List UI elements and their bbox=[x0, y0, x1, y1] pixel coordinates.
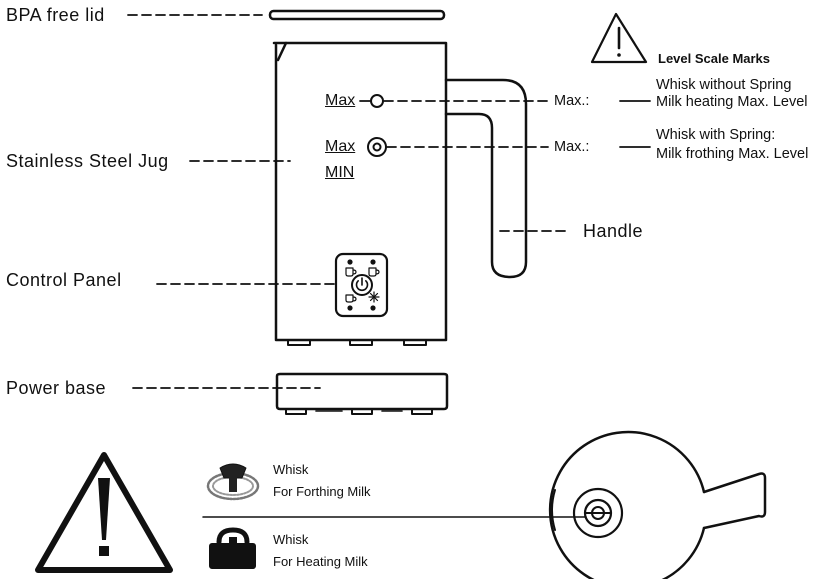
power-icon bbox=[351, 274, 373, 296]
cup-icon bbox=[368, 267, 380, 277]
whisk-1-purpose: For Forthing Milk bbox=[273, 484, 371, 499]
level-desc-1-line1: Whisk without Spring bbox=[656, 77, 792, 93]
cup-icon bbox=[345, 267, 357, 277]
whisk-2-name: Whisk bbox=[273, 532, 309, 547]
bpa-lid-label: BPA free lid bbox=[6, 5, 105, 25]
level-desc-2-line2: Milk frothing Max. Level bbox=[656, 146, 809, 162]
warning-icon bbox=[35, 452, 173, 573]
lid bbox=[268, 9, 446, 21]
power-base bbox=[275, 372, 449, 415]
flat-whisk-icon bbox=[209, 527, 256, 569]
handle-label: Handle bbox=[583, 221, 644, 241]
jug-body bbox=[272, 41, 448, 346]
level-mark-top bbox=[359, 94, 651, 108]
min-mark-label: MIN bbox=[325, 164, 355, 181]
max-callout-1: Max.: bbox=[554, 93, 590, 109]
control-panel bbox=[334, 252, 389, 318]
level-scale-title: Level Scale Marks bbox=[658, 51, 771, 66]
max-mark-top-label: Max bbox=[325, 92, 356, 109]
control-panel-label: Control Panel bbox=[6, 270, 122, 290]
snowflake-icon bbox=[368, 291, 380, 303]
whisk-2-purpose: For Heating Milk bbox=[273, 554, 368, 569]
level-desc-1-line2: Milk heating Max. Level bbox=[656, 94, 808, 110]
level-desc-2-line1: Whisk with Spring: bbox=[656, 127, 776, 143]
cup-icon bbox=[345, 294, 357, 303]
max-callout-2: Max.: bbox=[554, 139, 590, 155]
max-mark-mid-label: Max bbox=[325, 138, 356, 155]
handle bbox=[444, 78, 528, 279]
jug-label: Stainless Steel Jug bbox=[6, 151, 169, 171]
warning-icon bbox=[590, 12, 648, 64]
jug-top-view bbox=[548, 430, 767, 579]
power-base-label: Power base bbox=[6, 378, 107, 398]
level-mark-mid bbox=[367, 137, 651, 157]
spring-whisk-icon bbox=[206, 463, 260, 501]
whisk-1-name: Whisk bbox=[273, 462, 309, 477]
